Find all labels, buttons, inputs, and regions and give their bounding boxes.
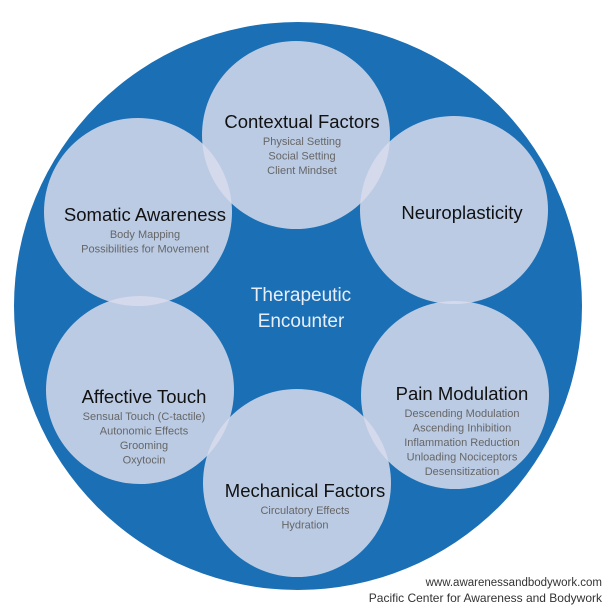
footer-url: www.awarenessandbodywork.com [425,577,602,589]
factor-item: Sensual Touch (C-tactile) [83,411,206,423]
petal-circles [44,41,549,577]
center-title-line1: Therapeutic [251,285,351,306]
factor-item: Body Mapping [110,229,180,241]
factor-item: Autonomic Effects [100,426,189,438]
petal-contextual-factors [202,41,390,229]
footer-organization: Pacific Center for Awareness and Bodywor… [368,591,602,605]
factor-item: Inflammation Reduction [404,437,520,449]
petal-pain-modulation [361,301,549,489]
petal-mechanical-factors [203,389,391,577]
factor-title-somatic-awareness: Somatic Awareness [64,204,226,225]
factor-item: Physical Setting [263,136,341,148]
factor-item: Ascending Inhibition [413,423,511,435]
factor-item: Descending Modulation [405,408,520,420]
factor-item: Possibilities for Movement [81,244,209,256]
factor-title-neuroplasticity: Neuroplasticity [401,202,523,223]
factor-title-contextual-factors: Contextual Factors [224,111,379,132]
factor-item: Client Mindset [267,165,337,177]
petal-somatic-awareness [44,118,232,306]
center-title-line2: Encounter [258,311,345,332]
factor-item: Desensitization [425,466,500,478]
factor-item: Social Setting [268,151,335,163]
factor-title-affective-touch: Affective Touch [82,386,207,407]
petal-affective-touch [46,296,234,484]
petal-neuroplasticity [360,116,548,304]
factor-item: Oxytocin [123,455,166,467]
center-label: Therapeutic Encounter [251,285,351,332]
footer: www.awarenessandbodywork.com Pacific Cen… [369,576,602,606]
factor-item: Circulatory Effects [260,505,350,517]
factor-item: Unloading Nociceptors [407,452,518,464]
factor-title-pain-modulation: Pain Modulation [396,383,529,404]
factor-title-mechanical-factors: Mechanical Factors [225,480,385,501]
factor-item: Grooming [120,440,168,452]
factor-item: Hydration [281,520,328,532]
